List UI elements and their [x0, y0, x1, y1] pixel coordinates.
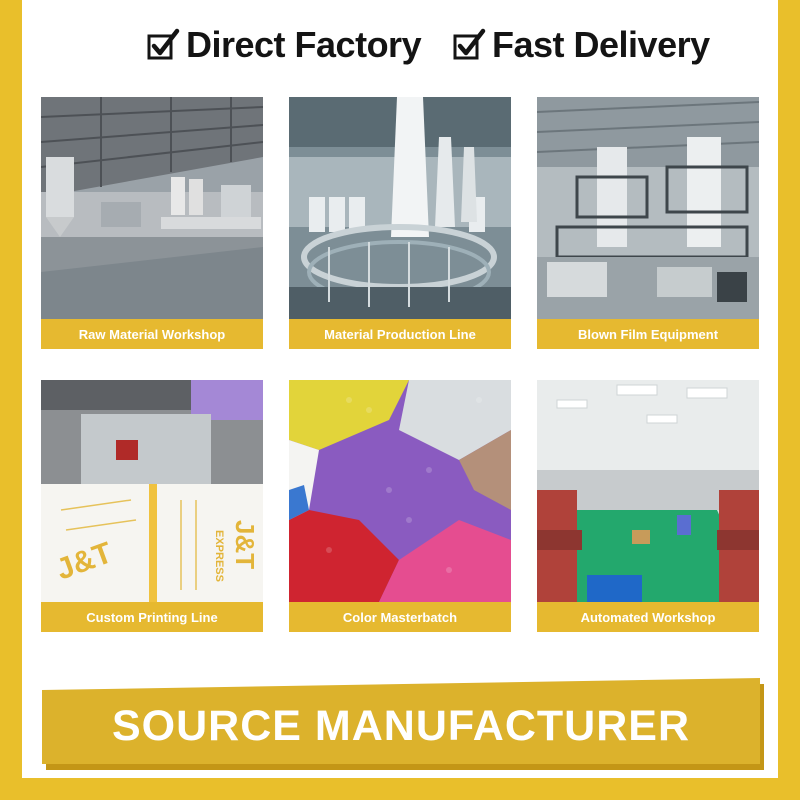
header-fast-delivery: Fast Delivery — [452, 22, 710, 68]
warehouse-photo — [41, 97, 263, 319]
factory-floor-photo — [537, 380, 759, 602]
card-automated-workshop: Automated Workshop — [537, 380, 759, 632]
card-caption: Blown Film Equipment — [537, 319, 759, 349]
card-caption: Raw Material Workshop — [41, 319, 263, 349]
card-caption: Custom Printing Line — [41, 602, 263, 632]
printed-brand-sub-text: EXPRESS — [213, 530, 225, 582]
card-blown-film-equipment: Blown Film Equipment — [537, 97, 759, 349]
checkbox-check-icon — [453, 28, 486, 60]
loom-machine-photo — [289, 97, 511, 319]
card-caption: Color Masterbatch — [289, 602, 511, 632]
card-custom-printing-line: J&T J&T EXPRESS Custom Printing Line — [41, 380, 263, 632]
checkbox-check-icon — [147, 28, 180, 60]
header-label: Direct Factory — [186, 24, 422, 65]
plastic-pellets-photo — [289, 380, 511, 602]
banner-title: SOURCE MANUFACTURER — [112, 701, 690, 750]
header-direct-factory: Direct Factory — [146, 22, 422, 68]
card-caption: Material Production Line — [289, 319, 511, 349]
card-material-production-line: Material Production Line — [289, 97, 511, 349]
card-raw-material-workshop: Raw Material Workshop — [41, 97, 263, 349]
source-manufacturer-banner — [42, 678, 760, 764]
card-color-masterbatch: Color Masterbatch — [289, 380, 511, 632]
printed-bag-photo: J&T J&T EXPRESS — [41, 380, 263, 602]
header-label: Fast Delivery — [492, 24, 710, 65]
card-caption: Automated Workshop — [537, 602, 759, 632]
printed-brand-text: J&T — [230, 520, 260, 569]
blown-film-machine-photo — [537, 97, 759, 319]
